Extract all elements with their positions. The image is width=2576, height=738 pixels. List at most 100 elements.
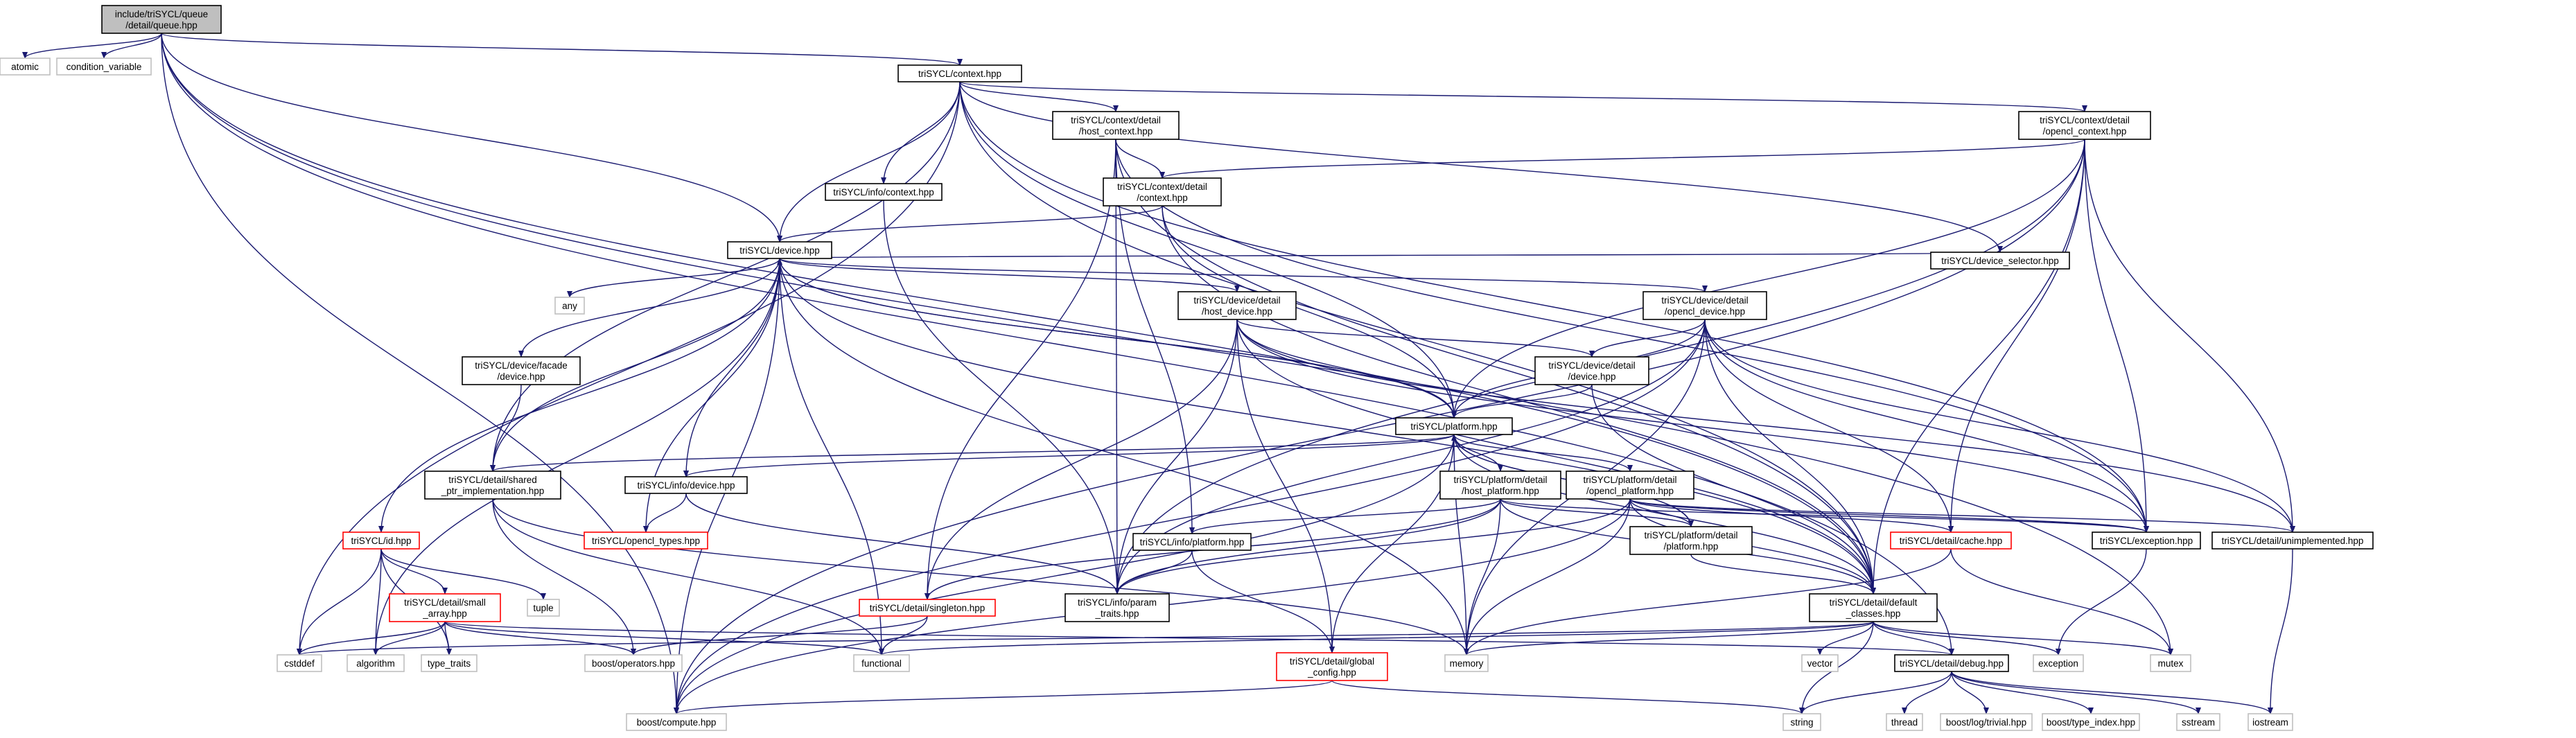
- node-global-config[interactable]: triSYCL/detail/global_config.hpp: [1276, 652, 1388, 681]
- node-opencl-platform[interactable]: triSYCL/platform/detail/opencl_platform.…: [1566, 471, 1694, 500]
- node-label: cstddef: [284, 658, 315, 669]
- edge-opencl_context-to-unimplemented: [2084, 139, 2295, 533]
- node-small-array[interactable]: triSYCL/detail/small_array.hpp: [389, 593, 501, 622]
- node-box: [1444, 654, 1489, 672]
- edge-cache-to-memory: [1464, 548, 1952, 656]
- node-default-classes[interactable]: triSYCL/detail/default_classes.hpp: [1809, 593, 1938, 622]
- node-detail-device[interactable]: triSYCL/device/detail/device.hpp: [1534, 356, 1649, 385]
- node-label: mutex: [2158, 658, 2184, 669]
- edge-host_context-to-info_platform: [1115, 139, 1195, 534]
- node-host-context[interactable]: triSYCL/context/detail/host_context.hpp: [1052, 111, 1180, 140]
- node-box: [2042, 713, 2140, 731]
- node-label: triSYCL/detail/global: [1290, 656, 1374, 667]
- node-box: [389, 593, 501, 622]
- node-facade-device[interactable]: triSYCL/device/facade/device.hpp: [462, 356, 581, 385]
- edge-host_platform-to-detail_platform: [1500, 498, 1694, 527]
- edge-global_config-to-boost_compute: [674, 680, 1333, 714]
- node-platform[interactable]: triSYCL/platform.hpp: [1395, 417, 1513, 435]
- node-label: triSYCL/detail/singleton.hpp: [870, 603, 985, 613]
- edge-host_context-to-default_classes: [1115, 139, 1876, 595]
- node-box: [1782, 713, 1821, 731]
- node-singleton[interactable]: triSYCL/detail/singleton.hpp: [859, 599, 996, 617]
- edge-detail_context-to-default_classes: [1162, 205, 1876, 595]
- edge-id-to-tuple: [380, 548, 546, 600]
- node-label: iostream: [2252, 717, 2288, 728]
- node-label: triSYCL/detail/small: [404, 597, 486, 608]
- edge-context-to-exception: [959, 81, 2149, 533]
- edge-opencl_device-to-cache: [1704, 319, 1954, 533]
- node-exception[interactable]: triSYCL/exception.hpp: [2092, 531, 2201, 550]
- node-cache[interactable]: triSYCL/detail/cache.hpp: [1890, 531, 2012, 550]
- node-box: [462, 356, 581, 385]
- node-label: triSYCL/device/detail: [1548, 360, 1635, 371]
- node-box: [2211, 531, 2374, 550]
- node-boost-type-index: boost/type_index.hpp: [2042, 713, 2140, 731]
- node-label: functional: [861, 658, 902, 669]
- node-thread: thread: [1886, 713, 1923, 731]
- edge-default_classes-to-cstddef: [297, 621, 1874, 656]
- node-type-traits: type_traits: [421, 654, 477, 672]
- node-detail-context[interactable]: triSYCL/context/detail/context.hpp: [1103, 177, 1222, 207]
- node-opencl-context[interactable]: triSYCL/context/detail/opencl_context.hp…: [2018, 111, 2151, 140]
- edge-root-to-atomic: [22, 33, 162, 59]
- node-memory: memory: [1444, 654, 1489, 672]
- node-info-device[interactable]: triSYCL/info/device.hpp: [624, 476, 748, 494]
- node-opencl-types[interactable]: triSYCL/opencl_types.hpp: [584, 531, 708, 550]
- node-box: [1534, 356, 1649, 385]
- node-shared-ptr[interactable]: triSYCL/detail/shared_ptr_implementation…: [424, 471, 561, 500]
- edge-device-to-info_device: [683, 258, 780, 477]
- header-nodes: include/triSYCL/queue/detail/queue.hppat…: [0, 5, 2374, 731]
- node-label: triSYCL/info/platform.hpp: [1140, 537, 1245, 547]
- node-box: [1809, 593, 1938, 622]
- node-label: algorithm: [356, 658, 395, 669]
- edge-host_context-to-param_traits: [1114, 139, 1120, 595]
- node-param-traits[interactable]: triSYCL/info/param_traits.hpp: [1064, 593, 1170, 622]
- node-boost-operators: boost/operators.hpp: [584, 654, 683, 672]
- edge-opencl_context-to-cache: [1948, 139, 2085, 533]
- node-label: triSYCL/exception.hpp: [2100, 536, 2193, 546]
- edge-opencl_device-to-detail_device: [1589, 319, 1706, 358]
- node-detail-platform[interactable]: triSYCL/platform/detail/platform.hpp: [1629, 526, 1753, 555]
- edge-detail_device-to-default_classes: [1591, 384, 1876, 595]
- edge-debug-to-boost_log: [1951, 671, 1989, 714]
- node-host-platform[interactable]: triSYCL/platform/detail/host_platform.hp…: [1439, 471, 1561, 500]
- node-label: triSYCL/context/detail: [1117, 182, 1207, 192]
- node-device-selector[interactable]: triSYCL/device_selector.hpp: [1930, 252, 2070, 270]
- node-box: [825, 183, 943, 201]
- edge-host_device-to-exception: [1236, 319, 2149, 533]
- node-debug[interactable]: triSYCL/detail/debug.hpp: [1894, 654, 2009, 672]
- node-boost-compute: boost/compute.hpp: [626, 713, 727, 731]
- node-context[interactable]: triSYCL/context.hpp: [897, 64, 1022, 82]
- edge-info_platform-to-global_config: [1191, 550, 1335, 653]
- node-label: /device.hpp: [497, 371, 545, 382]
- node-box: [277, 654, 322, 672]
- edge-host_device-to-singleton: [925, 319, 1238, 600]
- edge-platform-to-device: [777, 258, 1455, 419]
- node-box: [1629, 526, 1753, 555]
- node-host-device[interactable]: triSYCL/device/detail/host_device.hpp: [1177, 291, 1297, 320]
- node-box: [1132, 533, 1252, 551]
- node-box: [421, 654, 477, 672]
- edge-host_context-to-detail_context: [1115, 139, 1165, 179]
- node-info-context[interactable]: triSYCL/info/context.hpp: [825, 183, 943, 201]
- edge-opencl_context-to-default_classes: [1870, 139, 2085, 595]
- node-functional: functional: [853, 654, 910, 672]
- edge-opencl_device-to-boost_compute: [674, 319, 1706, 714]
- edge-opencl_context-to-boost_compute: [674, 139, 2085, 714]
- node-info-platform[interactable]: triSYCL/info/platform.hpp: [1132, 533, 1252, 551]
- edge-opencl_device-to-unimplemented: [1704, 319, 2295, 533]
- edge-debug-to-sstream: [1951, 671, 2201, 714]
- node-label: triSYCL/info/context.hpp: [833, 187, 934, 197]
- node-label: triSYCL/device/detail: [1193, 295, 1280, 306]
- node-device[interactable]: triSYCL/device.hpp: [727, 241, 832, 259]
- edge-device-to-default_classes: [779, 258, 1876, 595]
- node-id[interactable]: triSYCL/id.hpp: [342, 531, 420, 550]
- edge-default_classes-to-exception_std: [1873, 621, 2061, 656]
- node-box: [1052, 111, 1180, 140]
- edge-default_classes-to-mutex: [1873, 621, 2173, 656]
- edge-platform-to-opencl_platform: [1453, 434, 1633, 472]
- node-opencl-device[interactable]: triSYCL/device/detail/opencl_device.hpp: [1642, 291, 1767, 320]
- node-label: atomic: [11, 62, 39, 72]
- node-unimplemented[interactable]: triSYCL/detail/unimplemented.hpp: [2211, 531, 2374, 550]
- edge-host_device-to-unimplemented: [1236, 319, 2295, 533]
